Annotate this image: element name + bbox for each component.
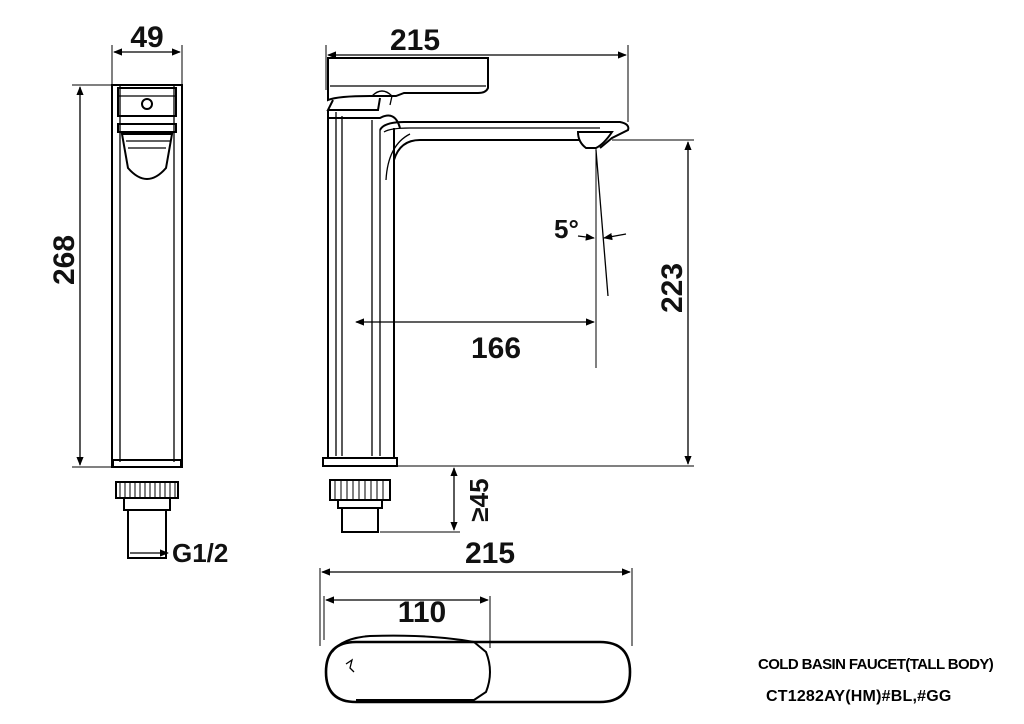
- top-view: 215 110: [319, 537, 633, 704]
- caption-block: COLD BASIN FAUCET(TALL BODY) CT1282AY(HM…: [758, 656, 994, 705]
- top-length-label: 215: [465, 537, 515, 570]
- thread-label: G1/2: [172, 538, 228, 568]
- side-width-label: 49: [130, 21, 163, 54]
- base-height-label: ≥45: [464, 478, 494, 521]
- angle-label: 5°: [554, 214, 579, 244]
- side-view: 49 268: [48, 21, 228, 568]
- outlet-height-label: 223: [656, 263, 689, 313]
- caption-title: COLD BASIN FAUCET(TALL BODY): [758, 656, 994, 673]
- side-height-label: 268: [48, 235, 81, 285]
- front-view: 215 166: [322, 24, 694, 533]
- reach-label: 166: [471, 332, 521, 365]
- caption-model: CT1282AY(HM)#BL,#GG: [766, 688, 951, 705]
- handle-length-label: 110: [398, 596, 446, 629]
- front-width-label: 215: [390, 24, 440, 57]
